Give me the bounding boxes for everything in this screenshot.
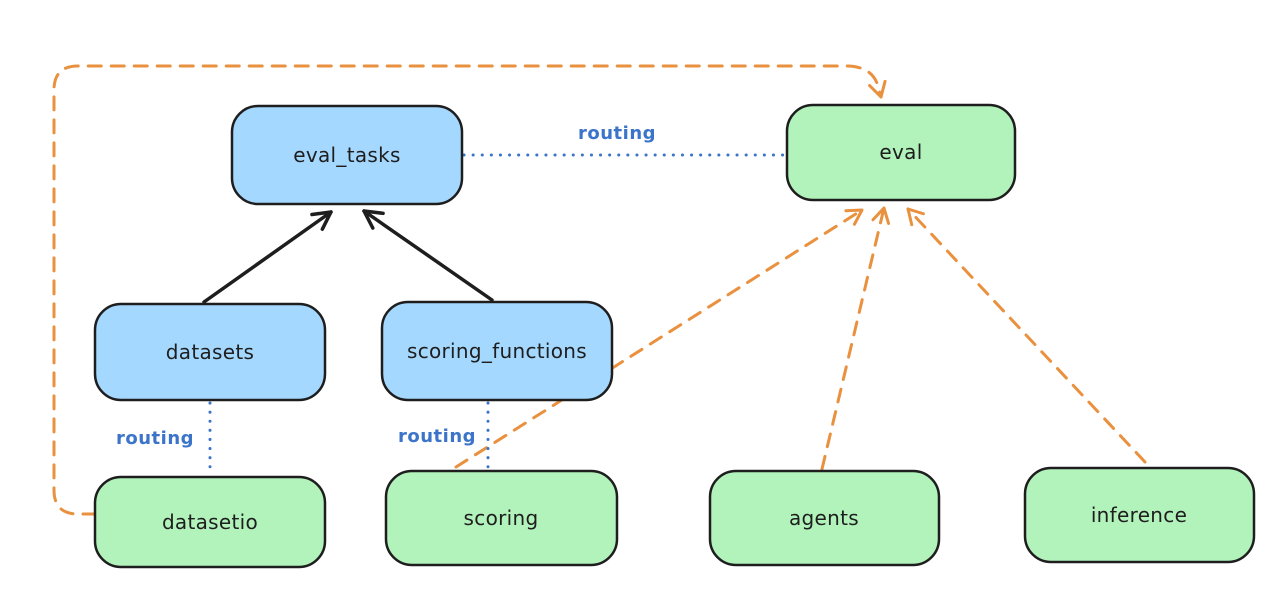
node-inference: [1023, 466, 1256, 564]
node-agents-label: agents: [789, 506, 859, 530]
node-agents: [708, 469, 941, 567]
node-eval: [785, 103, 1017, 202]
routing-label-datasets-datasetio: routing: [116, 428, 194, 449]
node-eval-label: eval: [879, 140, 922, 164]
node-scoring-functions: [380, 300, 614, 402]
node-inference-label: inference: [1091, 503, 1187, 527]
edge-agents-to-eval: [820, 206, 891, 471]
routing-label-scoring-functions-scoring: routing: [398, 426, 476, 447]
provider-nodes: eval datasetio scoring agents inference: [93, 103, 1256, 569]
node-datasets-label: datasets: [166, 340, 254, 364]
edge-inference-to-eval: [906, 207, 1147, 464]
node-datasetio-label: datasetio: [162, 510, 258, 534]
edge-scoring-functions-to-eval-tasks: [362, 209, 494, 302]
node-eval-tasks: [230, 104, 464, 206]
dependency-edges: [52, 64, 1147, 516]
node-datasetio: [93, 475, 327, 569]
routing-label-eval-tasks-eval: routing: [578, 123, 656, 144]
api-nodes: eval_tasks datasets scoring_functions: [93, 104, 614, 402]
routing-labels: routing routing routing: [116, 123, 656, 449]
node-datasets: [93, 302, 327, 402]
edge-scoring-to-eval: [454, 208, 864, 469]
edge-datasets-to-eval-tasks: [202, 210, 333, 304]
routing-edges: [208, 153, 788, 476]
edge-datasetio-to-eval: [52, 64, 887, 516]
composition-edges: [202, 209, 494, 304]
node-scoring: [384, 469, 619, 567]
node-scoring-label: scoring: [464, 506, 539, 530]
node-scoring-functions-label: scoring_functions: [407, 339, 587, 363]
node-eval-tasks-label: eval_tasks: [293, 143, 400, 167]
